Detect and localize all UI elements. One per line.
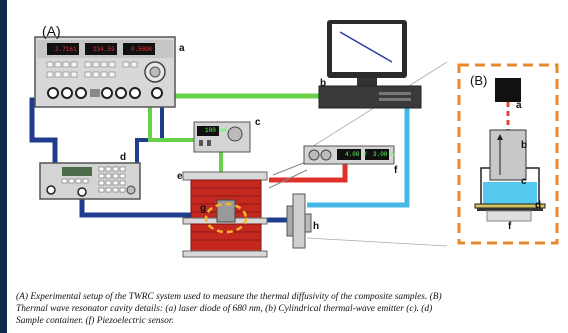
cable-f-to-e <box>269 163 348 183</box>
thermal-cavity <box>182 171 268 258</box>
lock-in-amplifier <box>34 36 176 108</box>
inset-label-b: b <box>521 140 528 151</box>
label-d: d <box>120 152 127 163</box>
generator-readout-1: 2.7161 <box>55 46 77 53</box>
generator-readout-2: 134.59 <box>93 46 115 53</box>
label-f: f <box>394 165 398 176</box>
generator-readout-3: 0.5000 <box>131 46 153 53</box>
label-a: a <box>179 43 185 54</box>
laser-driver <box>193 121 251 153</box>
cable-b-to-h <box>307 108 410 208</box>
power-supply <box>303 145 395 165</box>
leader-line-bottom <box>306 237 448 247</box>
cable-a-to-c <box>148 100 195 142</box>
computer <box>318 20 422 109</box>
setup-figure: (A) (B) a b c d e f g h a b c d f 2.7161… <box>7 0 568 290</box>
caption-line-3: Sample container. (f) Piezoelectric sens… <box>16 316 174 326</box>
label-e: e <box>177 171 183 182</box>
panel-label-a: (A) <box>42 23 61 39</box>
laser-driver-readout: 100 mA <box>205 127 227 134</box>
label-c: c <box>255 117 261 128</box>
inset-cavity-detail <box>457 63 559 245</box>
caption-line-2: Thermal wave resonator cavity details: (… <box>16 304 433 314</box>
label-g: g <box>200 203 207 214</box>
inset-label-a: a <box>516 100 522 111</box>
inset-label-c: c <box>521 176 527 187</box>
caption-line-1: (A) Experimental setup of the TWRC syste… <box>16 292 442 302</box>
function-generator <box>39 162 141 200</box>
cable-a-to-d <box>29 97 58 165</box>
figure-caption: (A) Experimental setup of the TWRC syste… <box>16 291 564 327</box>
setup-diagram <box>29 20 559 258</box>
inset-label-f: f <box>508 221 512 232</box>
page-edge-strip <box>0 0 7 333</box>
inset-label-d: d <box>535 200 542 211</box>
piezo-sensor <box>286 193 312 249</box>
panel-label-b: (B) <box>470 73 488 88</box>
label-h: h <box>313 221 320 232</box>
power-supply-readout-1: 4.00 V <box>345 151 367 158</box>
label-b: b <box>320 78 327 89</box>
power-supply-readout-2: 3.00 A <box>373 151 395 158</box>
cable-gray-2 <box>268 169 308 189</box>
